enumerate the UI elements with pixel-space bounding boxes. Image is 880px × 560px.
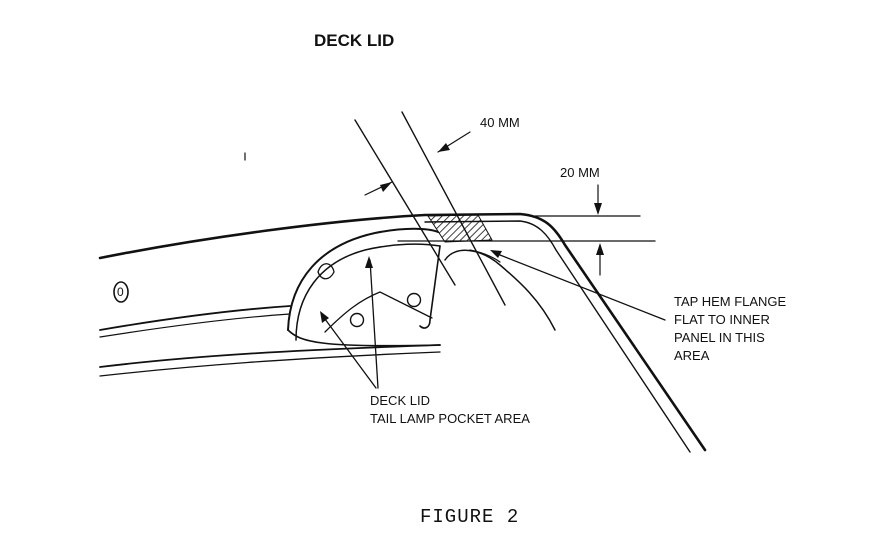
tail-lamp-pocket-bowl	[295, 243, 441, 341]
band-line-left	[354, 119, 456, 286]
hem-callout-line-1: TAP HEM FLANGE	[674, 294, 787, 309]
pocket-callout-line-2: TAIL LAMP POCKET AREA	[370, 411, 530, 426]
deck-lid-inner-skin	[424, 220, 691, 453]
tail-lamp-pocket-rim	[317, 263, 335, 280]
dim-40-arrow-right	[438, 143, 450, 152]
pocket-hole-2	[349, 312, 365, 328]
pocket-callout-arrow-1	[365, 256, 373, 268]
pocket-hole-1	[406, 292, 422, 308]
body-panel-line-3	[99, 344, 441, 368]
part-mark-label: 0	[117, 285, 124, 299]
inner-panel-curve	[444, 249, 556, 331]
body-panel-line-1	[99, 305, 291, 331]
body-panel-line-2	[99, 313, 291, 338]
hem-callout-arrow	[490, 250, 502, 258]
pocket-callout-line-1: DECK LID	[370, 393, 430, 408]
dim-20-arrow-top	[594, 203, 602, 215]
pocket-rib	[419, 245, 441, 329]
pocket-callout-leader-2	[321, 314, 377, 389]
dim-40-arrow-left	[380, 182, 392, 192]
part-mark-circle	[113, 281, 129, 303]
hem-flange-hatch	[427, 214, 493, 243]
pocket-web	[324, 291, 433, 333]
dimension-40mm-label: 40 MM	[480, 115, 520, 130]
hem-callout-leader	[499, 254, 666, 321]
figure-caption: FIGURE 2	[420, 506, 520, 528]
body-panel-line-4	[99, 351, 441, 377]
hem-callout-line-3: PANEL IN THIS	[674, 330, 765, 345]
hem-flange-callout: TAP HEM FLANGE FLAT TO INNER PANEL IN TH…	[674, 293, 786, 365]
dim-20-arrow-bottom	[596, 243, 604, 255]
pocket-callout-leader-1	[369, 259, 379, 389]
pocket-callout: DECK LID TAIL LAMP POCKET AREA	[370, 392, 530, 428]
hem-callout-line-2: FLAT TO INNER	[674, 312, 770, 327]
tail-lamp-pocket-floor	[287, 329, 441, 347]
diagram-title: DECK LID	[314, 31, 395, 50]
band-line-right	[401, 111, 506, 306]
inner-panel-edge	[469, 249, 501, 263]
hem-callout-line-4: AREA	[674, 348, 710, 363]
pocket-callout-arrow-2	[320, 311, 329, 323]
dimension-20mm-label: 20 MM	[560, 165, 600, 180]
deck-lid-outer-skin	[98, 212, 707, 452]
